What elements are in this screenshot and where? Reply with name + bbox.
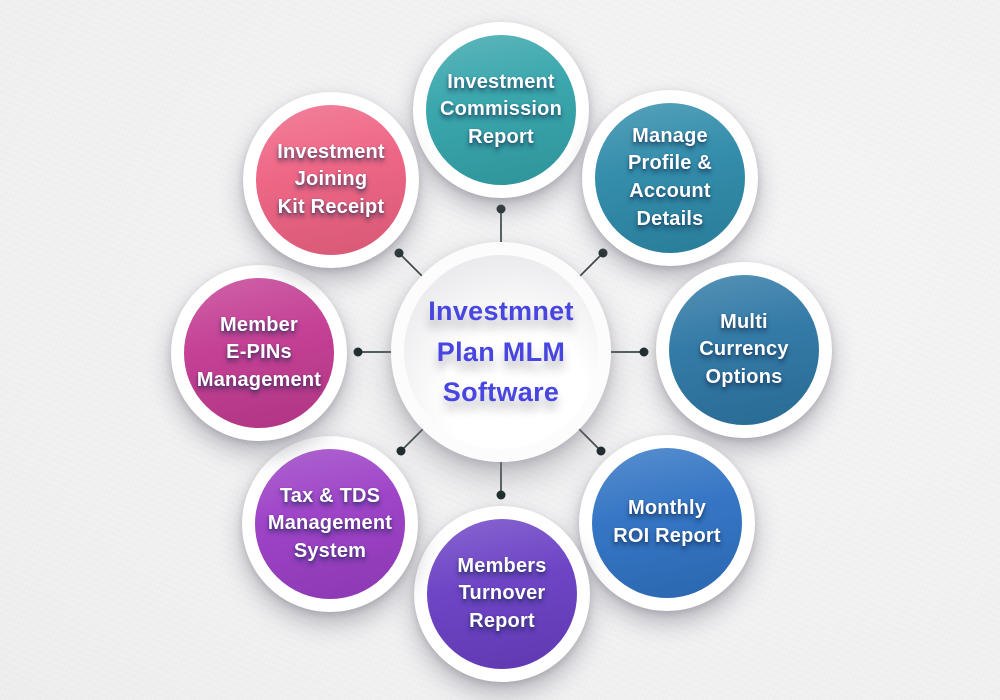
center-node-label: Investmnet Plan MLM Software [428,296,574,408]
node-label: Monthly ROI Report [613,497,721,547]
node-label: Investment Joining Kit Receipt [277,140,385,218]
connector-dot-bottom-left [396,446,406,456]
node-label: Manage Profile & Account Details [627,124,713,230]
connector-dot-top-right [598,248,608,258]
node-label: Members Turnover Report [457,554,547,632]
node-label: Multi Currency Options [699,310,789,388]
connector-dot-bottom-right [596,446,606,456]
node-investment-commission-report: Investment Commission Report [413,22,589,198]
connector-dot-top [496,204,506,214]
node-label: Member E-PINs Management [196,313,322,391]
node-label: Tax & TDS Management System [267,484,393,562]
node-tax-tds-management-system: Tax & TDS Management System [242,436,418,612]
node-multi-currency-options: Multi Currency Options [656,262,832,438]
connector-dot-right [639,347,649,357]
center-node-investment-plan-mlm-software: Investmnet Plan MLM Software [391,242,611,462]
node-investment-joining-kit-receipt: Investment Joining Kit Receipt [243,92,419,268]
node-manage-profile-account-details: Manage Profile & Account Details [582,90,758,266]
node-member-epins-management: Member E-PINs Management [171,265,347,441]
node-monthly-roi-report: Monthly ROI Report [579,435,755,611]
connector-dot-top-left [394,248,404,258]
connector-dot-left [353,347,363,357]
node-label: Investment Commission Report [439,70,563,148]
node-members-turnover-report: Members Turnover Report [414,506,590,682]
connector-dot-bottom [496,490,506,500]
